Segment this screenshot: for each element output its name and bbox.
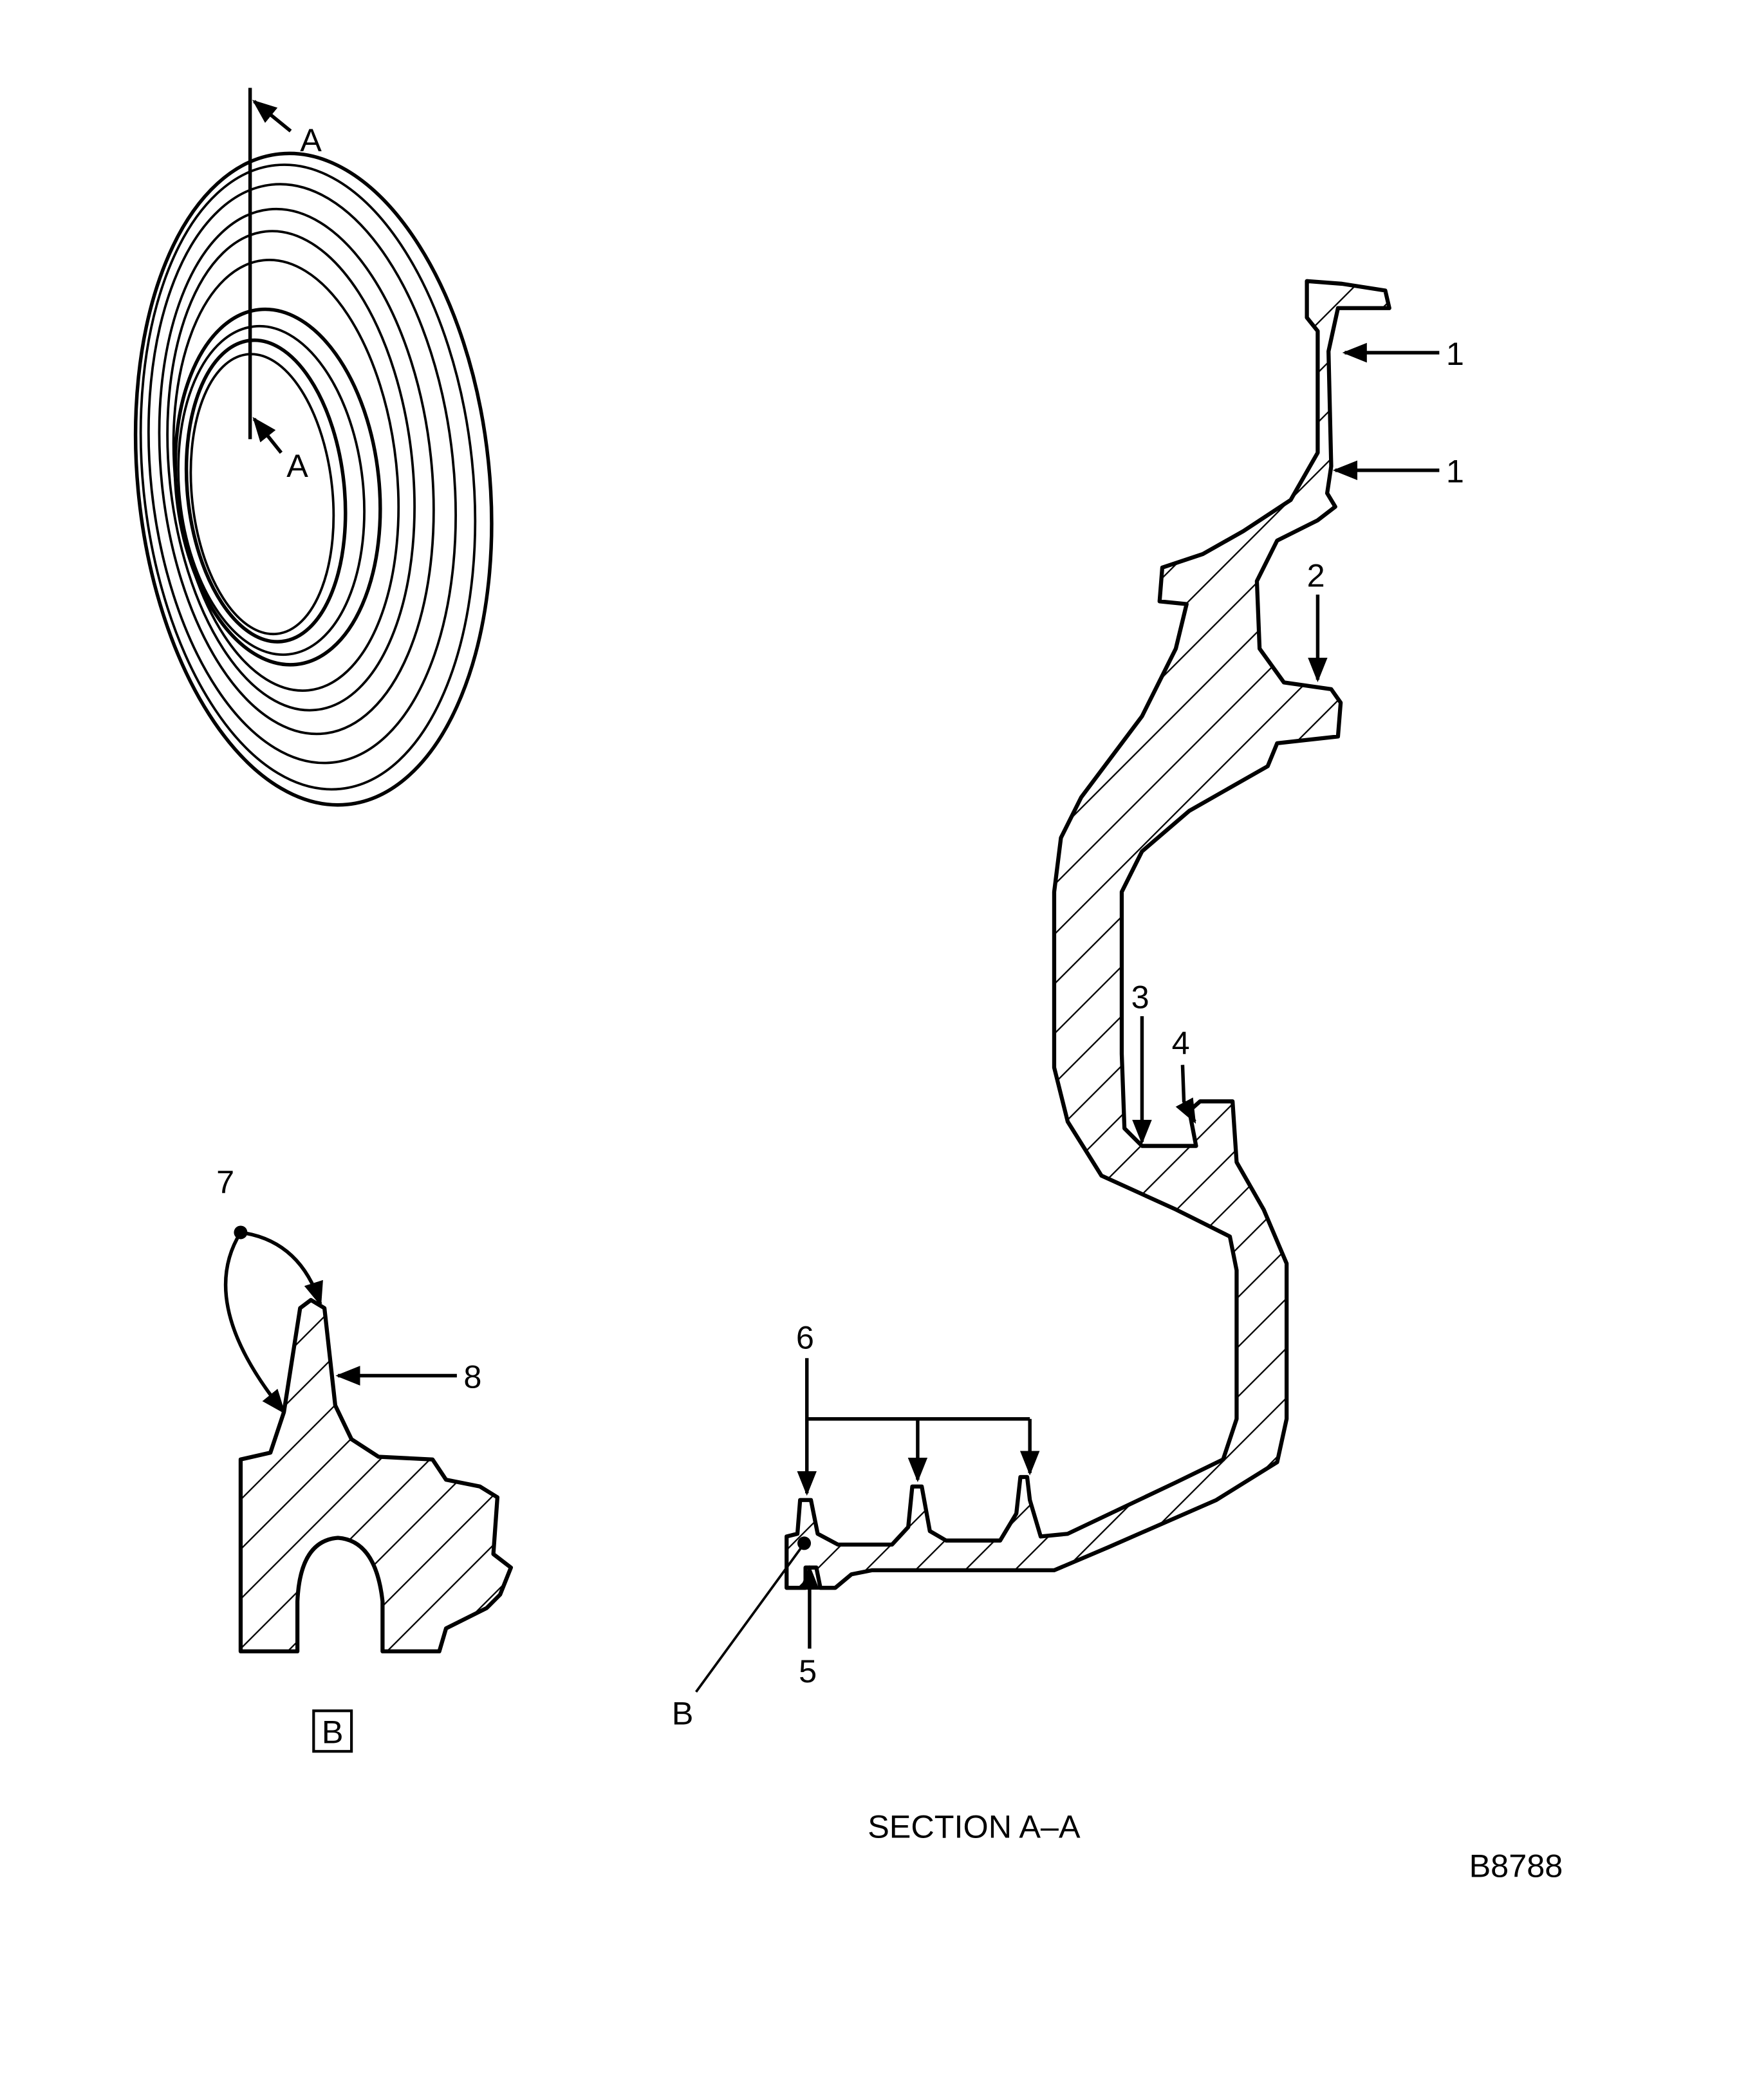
callout-7-arc-upper [240,1231,323,1306]
callout-6: 6 [796,1319,814,1356]
detail-box [312,1709,353,1753]
section-arrow-top [252,100,292,133]
section-arrow-bottom [252,416,283,454]
detail-b-point [797,1536,812,1550]
callout-2: 2 [1307,557,1325,593]
section-title: SECTION A–A [868,1808,1081,1845]
callout-7-arc-lower [223,1231,286,1415]
disc-isometric-view: A A [133,88,494,807]
callout-6-bracket [804,1358,1030,1421]
detail-b-hatched-section [238,1297,514,1654]
figure-id: B8788 [1469,1848,1563,1884]
callout-1b: 1 [1446,453,1464,490]
callout-8: 8 [463,1358,481,1395]
callout-5: 5 [799,1653,817,1689]
callout-4: 4 [1172,1025,1190,1061]
disc-rings [133,151,494,807]
callout-7: 7 [216,1164,234,1200]
callout-3: 3 [1131,978,1149,1015]
section-a-a-profile: 1 1 2 3 4 6 5 B SECTION A–A B8788 [672,279,1563,1884]
detail-box-label: B [322,1714,344,1751]
detail-b-label: B [672,1695,694,1731]
callout-1a: 1 [1446,335,1464,372]
callout-4-arrow [1175,1064,1196,1124]
detail-b-leader [695,1547,803,1693]
detail-b-view: 7 8 B [216,1164,514,1753]
section-marker-top: A [300,122,322,158]
section-marker-bottom: A [286,447,308,484]
hatched-section [785,279,1391,1590]
